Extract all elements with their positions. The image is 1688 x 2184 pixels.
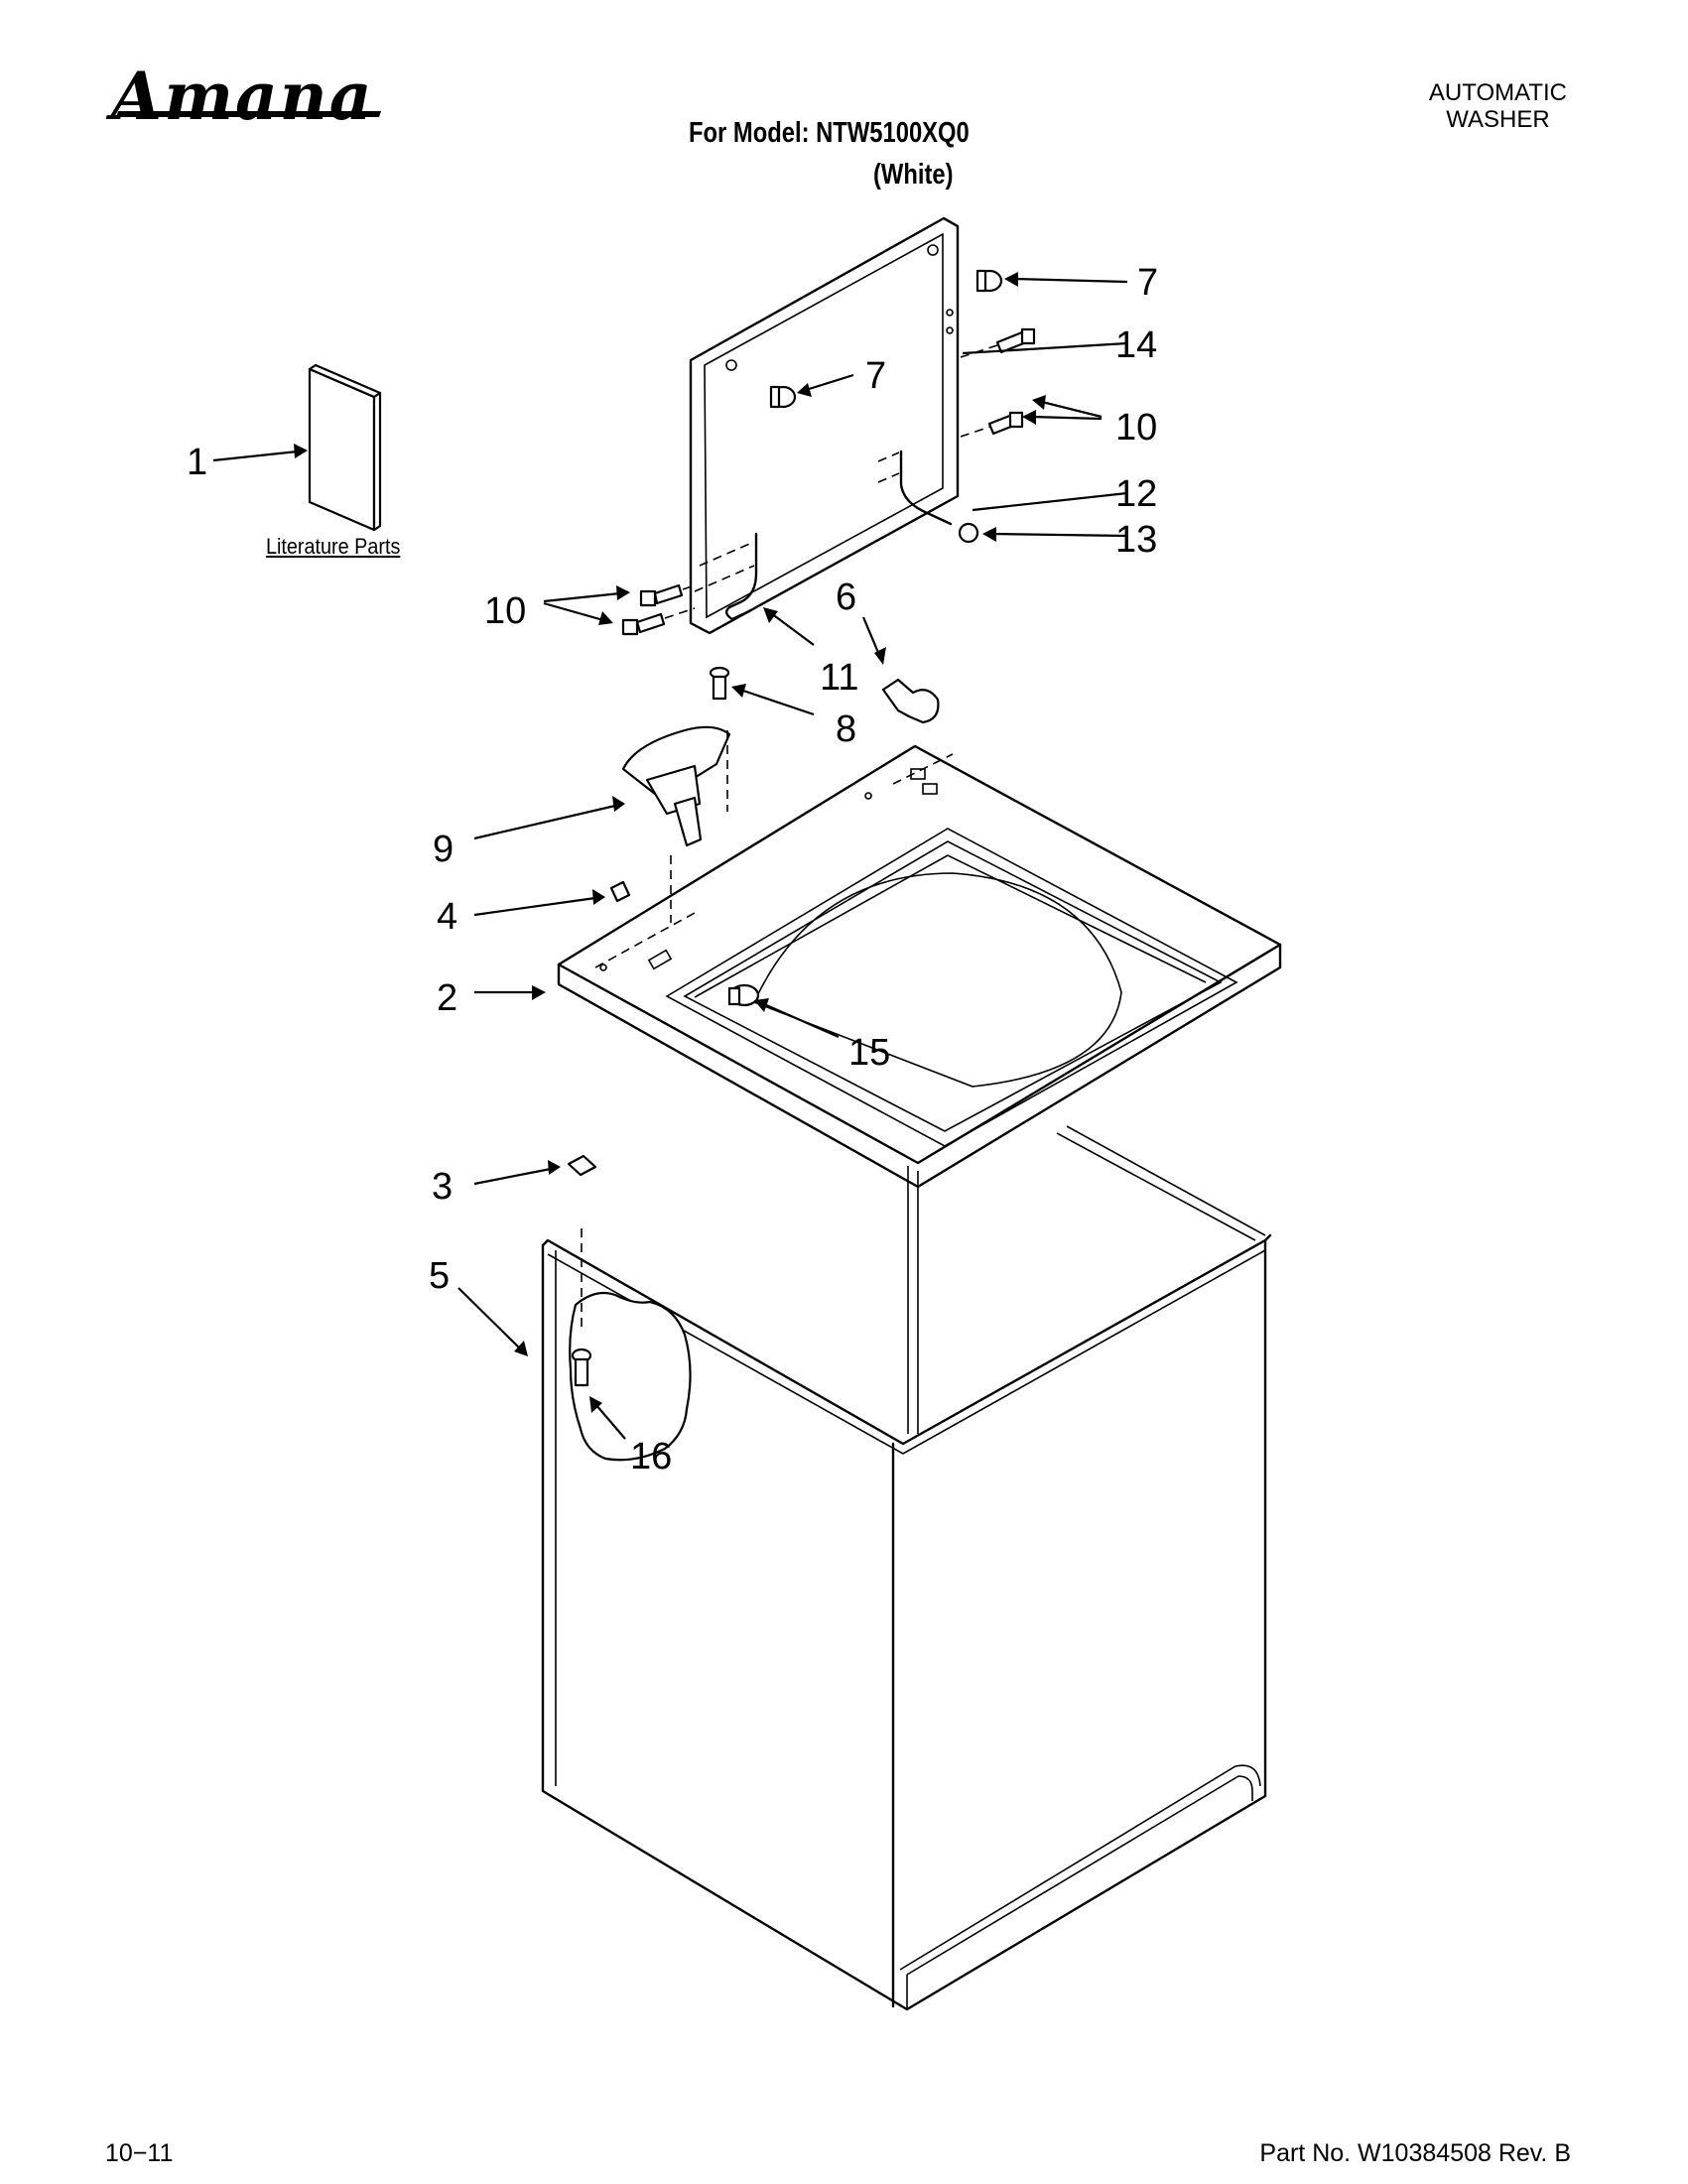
panel-clip bbox=[567, 1154, 597, 1177]
lid-hinge-right bbox=[877, 450, 979, 544]
hinge-screws-left bbox=[621, 583, 696, 636]
callout-10-left: 10 bbox=[484, 590, 526, 632]
literature-parts-label: Literature Parts bbox=[266, 534, 401, 559]
footer-date-code: 10−11 bbox=[105, 2139, 174, 2167]
callout-labels: 1 2 3 4 5 6 7 7 8 9 10 10 11 12 13 14 15… bbox=[187, 262, 1158, 1477]
callout-3: 3 bbox=[432, 1166, 453, 1208]
retainer-clip bbox=[609, 880, 631, 903]
hinge-screws-right bbox=[960, 327, 1036, 438]
callout-10-right: 10 bbox=[1115, 407, 1157, 449]
document-type: AUTOMATIC WASHER bbox=[1429, 79, 1567, 133]
callout-11: 11 bbox=[820, 657, 858, 699]
callout-13: 13 bbox=[1115, 519, 1157, 561]
cabinet-cutaway bbox=[569, 1228, 692, 1462]
washer-lid bbox=[689, 216, 960, 635]
top-panel bbox=[557, 744, 1282, 1189]
brand-logo: Amana bbox=[111, 58, 374, 135]
lid-switch bbox=[621, 725, 731, 923]
callout-8: 8 bbox=[836, 708, 856, 750]
leader-lines bbox=[212, 272, 1128, 1440]
bleach-inlet bbox=[727, 983, 760, 1007]
document-type-line2: WASHER bbox=[1446, 106, 1550, 133]
hinge-clip bbox=[881, 678, 940, 724]
callout-2: 2 bbox=[437, 977, 457, 1019]
document-type-line1: AUTOMATIC bbox=[1428, 79, 1567, 106]
callout-7-mid: 7 bbox=[865, 355, 886, 397]
callout-4: 4 bbox=[437, 896, 457, 938]
callout-6: 6 bbox=[836, 577, 856, 618]
callout-1: 1 bbox=[187, 442, 207, 483]
washer-cabinet bbox=[541, 1125, 1272, 2011]
callout-14: 14 bbox=[1115, 324, 1157, 366]
callout-7-top: 7 bbox=[1137, 262, 1158, 304]
callout-5: 5 bbox=[429, 1255, 450, 1297]
color-line: (White) bbox=[873, 159, 954, 191]
callout-16: 16 bbox=[630, 1436, 672, 1477]
lid-bumper-top bbox=[975, 269, 1003, 293]
literature-booklet bbox=[308, 363, 382, 532]
lid-hinge-left bbox=[694, 532, 758, 621]
callout-15: 15 bbox=[848, 1032, 890, 1074]
lid-bumper-mid bbox=[769, 385, 797, 409]
footer-part-number: Part No. W10384508 Rev. B bbox=[1259, 2139, 1571, 2167]
callout-9: 9 bbox=[433, 829, 454, 870]
callout-12: 12 bbox=[1115, 473, 1157, 515]
lid-switch-screw bbox=[709, 666, 730, 701]
model-line: For Model: NTW5100XQ0 bbox=[689, 117, 970, 149]
